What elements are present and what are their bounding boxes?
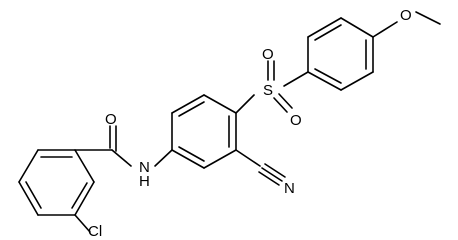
- bond: [235, 149, 261, 167]
- bond: [283, 71, 309, 87]
- bond: [71, 182, 88, 209]
- bond: [171, 94, 205, 114]
- bond: [258, 171, 280, 186]
- bond: [178, 101, 205, 117]
- bond: [18, 149, 39, 183]
- amide-nh-h: H: [139, 173, 150, 190]
- oxygen-sulfonyl-bottom-label: O: [290, 112, 302, 129]
- bond: [74, 149, 95, 183]
- sulfur-label: S: [263, 82, 273, 99]
- bond: [261, 167, 283, 182]
- bond: [415, 11, 441, 25]
- chlorine-label: Cl: [88, 223, 102, 238]
- bond: [340, 71, 374, 91]
- amide-nh-n: N: [139, 159, 150, 176]
- bond: [314, 24, 342, 41]
- bond: [203, 94, 237, 114]
- bond: [178, 146, 205, 162]
- bond: [25, 181, 42, 209]
- bond: [264, 163, 286, 178]
- bond: [111, 149, 132, 167]
- bond: [18, 181, 39, 216]
- nitrogen-amide-label: N H: [139, 159, 154, 190]
- bond: [273, 97, 288, 113]
- bond: [314, 68, 342, 84]
- oxygen-sulfonyl-top-label: O: [262, 46, 274, 63]
- bond: [340, 17, 374, 38]
- bond: [74, 214, 91, 233]
- bond: [372, 21, 398, 38]
- bond: [171, 149, 205, 169]
- oxygen-methoxy-label: O: [400, 7, 412, 24]
- bond: [74, 181, 95, 216]
- bond: [203, 149, 237, 169]
- nitrogen-nitrile-label: N: [284, 180, 295, 197]
- bond: [307, 71, 342, 91]
- bond: [235, 94, 255, 114]
- oxygen-amide-label: O: [105, 111, 117, 128]
- atom-labels: O N H Cl N S O O O: [88, 7, 412, 238]
- bond: [278, 93, 293, 109]
- bonds: [18, 11, 441, 233]
- bond: [154, 149, 173, 167]
- bond: [307, 17, 342, 38]
